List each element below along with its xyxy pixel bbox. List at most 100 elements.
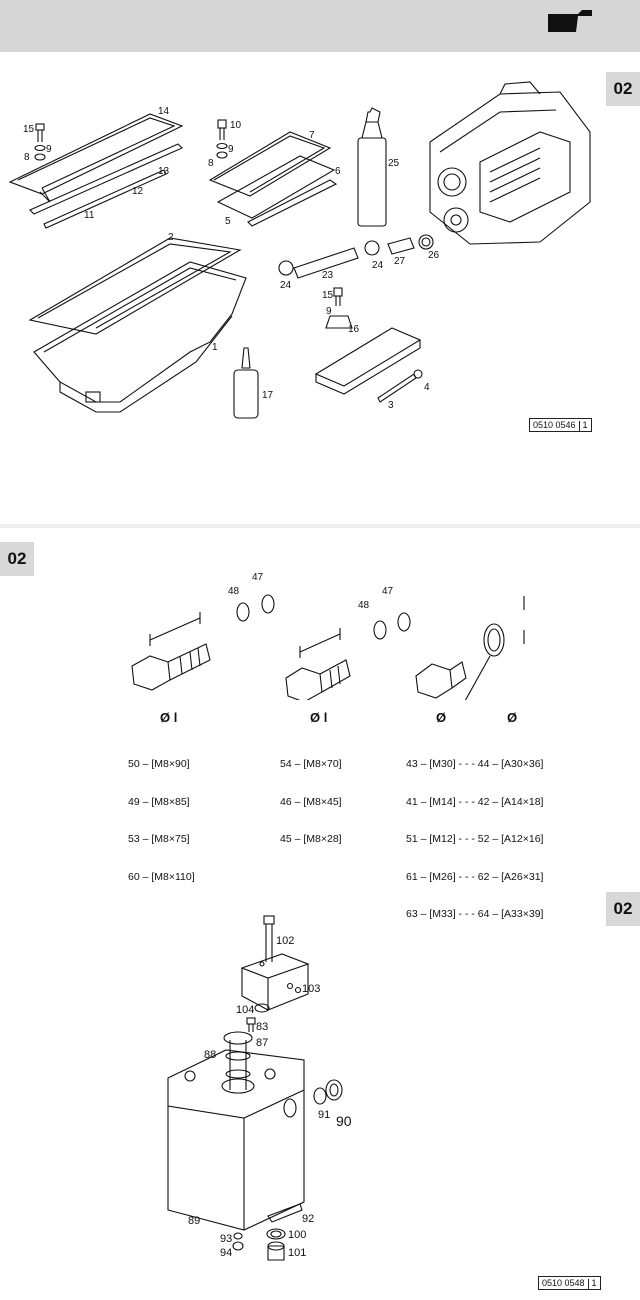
label-8b: 8 xyxy=(208,158,214,169)
drain-plug-100-101 xyxy=(266,1228,286,1261)
plug-91-90 xyxy=(313,1079,343,1105)
label-2: 2 xyxy=(168,232,174,243)
diagram-2-labels: 48 47 48 47 xyxy=(228,572,394,611)
label-83: 83 xyxy=(256,1021,268,1033)
bolt-15-icon xyxy=(34,123,46,161)
gasket-plate-left xyxy=(8,113,184,229)
header-diameter-3: Ø xyxy=(436,710,447,725)
label-11: 11 xyxy=(84,210,95,221)
label-92: 92 xyxy=(302,1213,314,1225)
label-12: 12 xyxy=(132,186,144,197)
bolt-102-icon xyxy=(263,915,275,962)
page-section-2 xyxy=(0,528,640,1300)
label-9a: 9 xyxy=(46,144,52,155)
label-16: 16 xyxy=(348,324,360,335)
part-row: 46 – [M8×45] xyxy=(280,795,342,808)
label-100: 100 xyxy=(288,1229,306,1241)
bolt-10-icon xyxy=(216,119,228,159)
label-48b: 48 xyxy=(358,600,370,611)
label-9b: 9 xyxy=(228,144,234,155)
bolt-long-icon xyxy=(131,594,275,691)
sealant-tube-25 xyxy=(357,107,387,227)
section-tab-2: 02 xyxy=(0,542,34,576)
label-104: 104 xyxy=(236,1004,254,1016)
part-row: 50 – [M8×90] xyxy=(128,758,190,770)
label-87: 87 xyxy=(256,1037,268,1049)
label-25: 25 xyxy=(388,158,400,169)
section-tab-1: 02 xyxy=(606,72,640,106)
bolt-short-icon xyxy=(285,612,411,700)
part-row: 60 – [M8×110] xyxy=(128,870,195,883)
part-row: 41 – [M14] - - - 42 – [A14×18] xyxy=(406,795,544,808)
page-divider xyxy=(0,524,640,528)
label-10: 10 xyxy=(230,120,242,131)
label-8a: 8 xyxy=(24,152,30,163)
parts-list-group-3: 43 – [M30] - - - 44 – [A30×36] 41 – [M14… xyxy=(406,733,543,933)
small-cover-assembly xyxy=(314,287,423,403)
label-88: 88 xyxy=(204,1049,216,1061)
part-row: 51 – [M12] - - - 52 – [A12×16] xyxy=(406,833,544,845)
label-89: 89 xyxy=(188,1215,200,1227)
label-93: 93 xyxy=(220,1233,232,1245)
label-48a: 48 xyxy=(228,586,240,597)
part-row: 43 – [M30] - - - 44 – [A30×36] xyxy=(406,758,544,770)
drain-plug-icon xyxy=(415,596,525,700)
label-47b: 47 xyxy=(382,586,394,597)
label-17: 17 xyxy=(262,390,274,401)
part-row: 53 – [M8×75] xyxy=(128,833,190,845)
label-24a: 24 xyxy=(280,280,292,291)
label-6: 6 xyxy=(335,166,341,177)
bolt-specification-diagram xyxy=(131,594,525,700)
part-row: 63 – [M33] - - - 64 – [A33×39] xyxy=(406,908,544,920)
label-90: 90 xyxy=(336,1113,352,1129)
label-1: 1 xyxy=(212,342,218,353)
label-9c: 9 xyxy=(326,306,332,317)
page-section-1 xyxy=(0,52,640,524)
label-26: 26 xyxy=(428,250,440,261)
parts-list-group-2: 54 – [M8×70] 46 – [M8×45] 45 – [M8×28] xyxy=(280,733,342,858)
part-row: 49 – [M8×85] xyxy=(128,795,190,808)
tank-body-89 xyxy=(167,1049,305,1231)
exploded-diagram-oil-pan xyxy=(8,81,591,419)
label-4: 4 xyxy=(424,382,430,393)
label-14: 14 xyxy=(158,106,170,117)
diagram-3-labels: 102 103 104 83 88 87 91 90 89 92 93 94 1… xyxy=(188,935,352,1259)
header-diameter-length-1: Ø l xyxy=(160,710,178,725)
label-103: 103 xyxy=(302,983,320,995)
label-101: 101 xyxy=(288,1247,306,1259)
section-tab-3: 02 xyxy=(606,892,640,926)
diagram-1-labels: 15 8 9 14 13 12 11 10 9 8 7 6 5 25 2 1 1… xyxy=(23,106,440,411)
washer-104-icon xyxy=(254,1003,270,1013)
label-3: 3 xyxy=(388,400,394,411)
label-47a: 47 xyxy=(252,572,264,583)
header-diameter-length-2: Ø l xyxy=(310,710,328,725)
part-row: 54 – [M8×70] xyxy=(280,758,342,770)
top-header-band xyxy=(0,0,640,52)
label-94: 94 xyxy=(220,1247,232,1259)
label-23: 23 xyxy=(322,270,334,281)
label-7: 7 xyxy=(309,130,315,141)
label-24b: 24 xyxy=(372,260,384,271)
parts-list-group-1: 50 – [M8×90] 49 – [M8×85] 53 – [M8×75] 6… xyxy=(128,733,195,896)
label-5: 5 xyxy=(225,216,231,227)
label-13: 13 xyxy=(158,166,170,177)
bracket-92 xyxy=(267,1203,303,1223)
fittings-93-94 xyxy=(232,1232,244,1251)
oil-pan-1 xyxy=(33,261,247,413)
label-15a: 15 xyxy=(23,124,35,135)
tank-assembly-diagram xyxy=(167,915,343,1261)
label-91: 91 xyxy=(318,1109,330,1121)
gasket-cover-middle xyxy=(208,131,338,227)
part-row: 61 – [M26] - - - 62 – [A26×31] xyxy=(406,870,544,883)
header-diameter-4: Ø xyxy=(507,710,518,725)
engine-block-illustration xyxy=(429,81,591,245)
hose-assembly-23 xyxy=(278,234,434,279)
header-corner-icon xyxy=(548,10,592,37)
sealant-bottle-17 xyxy=(233,347,259,419)
label-27: 27 xyxy=(394,256,406,267)
screw-83-icon xyxy=(246,1017,256,1032)
part-row: 45 – [M8×28] xyxy=(280,833,342,845)
label-15b: 15 xyxy=(322,290,334,301)
